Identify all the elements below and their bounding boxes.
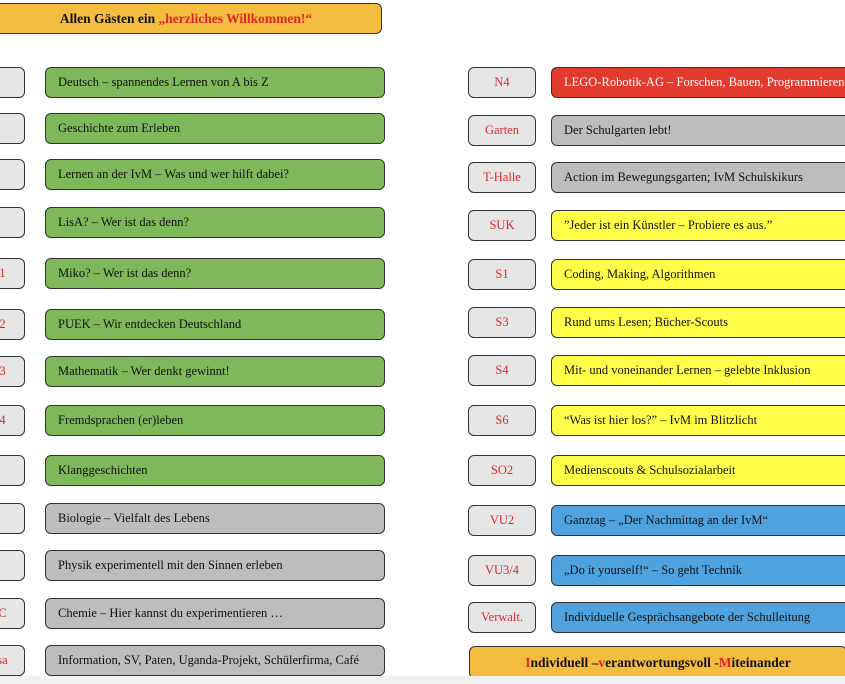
right-room-label: VU2	[468, 505, 536, 536]
left-room-label	[0, 67, 25, 98]
right-activity-box: „Do it yourself!“ – So geht Technik	[551, 555, 845, 586]
bottom-strip	[0, 676, 845, 684]
welcome-highlight: „herzliches Willkommen!“	[158, 10, 313, 26]
right-activity-box: Rund ums Lesen; Bücher-Scouts	[551, 307, 845, 338]
welcome-banner: Allen Gästen ein „herzliches Willkommen!…	[0, 3, 382, 34]
right-room-label: S4	[468, 355, 536, 386]
right-activity-box: Medienscouts & Schulsozialarbeit	[551, 455, 845, 486]
motto-word-1: ndividuell –	[530, 654, 599, 670]
right-activity-box: “Was ist hier los?” – IvM im Blitzlicht	[551, 405, 845, 436]
left-room-label: 3	[0, 356, 25, 387]
right-activity-box: Ganztag – „Der Nachmittag an der IvM“	[551, 505, 845, 536]
left-room-label: sa	[0, 645, 25, 676]
left-activity-box: Lernen an der IvM – Was und wer hilft da…	[45, 159, 385, 190]
right-room-label: VU3/4	[468, 555, 536, 586]
left-room-label: 1	[0, 258, 25, 289]
right-room-label: S1	[468, 259, 536, 290]
right-activity-box: Action im Bewegungsgarten; IvM Schulskik…	[551, 162, 845, 193]
left-activity-box: Geschichte zum Erleben	[45, 113, 385, 144]
right-room-label: SO2	[468, 455, 536, 486]
motto-initial-1: I	[525, 654, 531, 670]
right-room-label: Garten	[468, 115, 536, 146]
right-activity-box: Mit- und voneinander Lernen – gelebte In…	[551, 355, 845, 386]
left-activity-box: Klanggeschichten	[45, 455, 385, 486]
left-activity-box: Fremdsprachen (er)leben	[45, 405, 385, 436]
left-activity-box: Physik experimentell mit den Sinnen erle…	[45, 550, 385, 581]
left-room-label: 4	[0, 405, 25, 436]
left-room-label	[0, 159, 25, 190]
left-room-label	[0, 503, 25, 534]
motto-word-2: erantwortungsvoll -	[605, 654, 719, 670]
left-activity-box: Mathematik – Wer denkt gewinnt!	[45, 356, 385, 387]
left-activity-box: Deutsch – spannendes Lernen von A bis Z	[45, 67, 385, 98]
left-room-label	[0, 455, 25, 486]
right-room-label: S6	[468, 405, 536, 436]
left-activity-box: Chemie – Hier kannst du experimentieren …	[45, 598, 385, 629]
right-room-label: Verwalt.	[468, 602, 536, 633]
left-activity-box: Biologie – Vielfalt des Lebens	[45, 503, 385, 534]
left-room-label: 2	[0, 309, 25, 340]
right-room-label: N4	[468, 67, 536, 98]
left-room-label: C	[0, 598, 25, 629]
right-activity-box: Individuelle Gesprächsangebote der Schul…	[551, 602, 845, 633]
right-room-label: SUK	[468, 210, 536, 241]
left-activity-box: Information, SV, Paten, Uganda-Projekt, …	[45, 645, 385, 676]
left-activity-box: Miko? – Wer ist das denn?	[45, 258, 385, 289]
motto-initial-3: M	[718, 654, 732, 670]
left-room-label	[0, 550, 25, 581]
right-activity-box: Coding, Making, Algorithmen	[551, 259, 845, 290]
right-room-label: T-Halle	[468, 162, 536, 193]
left-room-label	[0, 113, 25, 144]
motto-word-3: iteinander	[731, 654, 791, 670]
right-activity-box: ”Jeder ist ein Künstler – Probiere es au…	[551, 210, 845, 241]
left-room-label	[0, 207, 25, 238]
right-activity-box: Der Schulgarten lebt!	[551, 115, 845, 146]
right-room-label: S3	[468, 307, 536, 338]
motto-initial-2: v	[598, 654, 606, 670]
right-activity-box: LEGO-Robotik-AG – Forschen, Bauen, Progr…	[551, 67, 845, 98]
left-activity-box: PUEK – Wir entdecken Deutschland	[45, 309, 385, 340]
welcome-prefix: Allen Gästen ein	[59, 10, 156, 26]
left-activity-box: LisA? – Wer ist das denn?	[45, 207, 385, 238]
